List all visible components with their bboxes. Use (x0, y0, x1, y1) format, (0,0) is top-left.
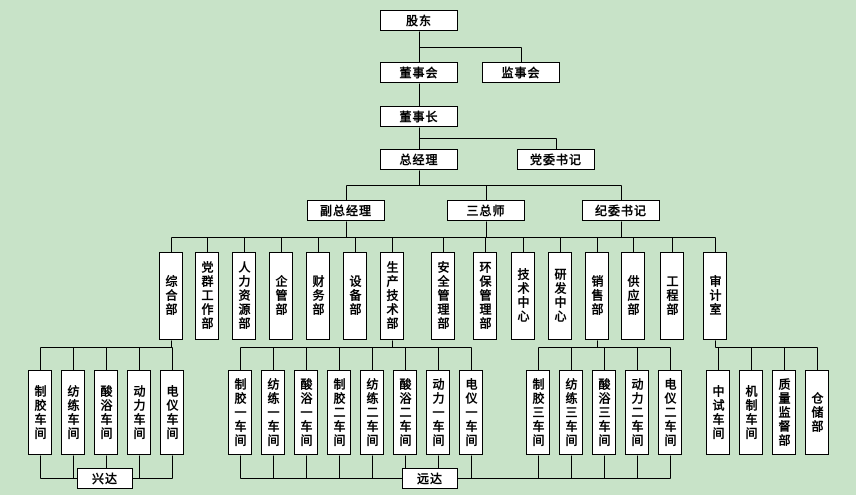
node-workshop-glue: 制胶车间 (28, 370, 52, 455)
node-workshop-spinning-3: 纺练三车间 (559, 370, 583, 455)
node-three-chief-engineers: 三总师 (447, 200, 525, 221)
node-supervisory-board: 监事会 (482, 62, 560, 83)
node-company-xingda: 兴达 (77, 468, 133, 489)
node-workshop-acid-bath: 酸浴车间 (94, 370, 118, 455)
node-discipline-committee-secretary: 纪委书记 (582, 200, 660, 221)
node-dept-human-resources: 人力资源部 (232, 252, 256, 340)
node-dept-finance: 财务部 (306, 252, 330, 340)
node-workshop-electrical-1: 电仪一车间 (459, 370, 483, 455)
node-dept-engineering: 工程部 (660, 252, 684, 340)
node-dept-rd-center: 研发中心 (548, 252, 572, 340)
node-workshop-pilot-test: 中试车间 (706, 370, 730, 455)
node-workshop-acid-bath-2: 酸浴二车间 (393, 370, 417, 455)
node-workshop-acid-bath-1: 酸浴一车间 (294, 370, 318, 455)
node-dept-quality-supervision: 质量监督部 (772, 370, 796, 455)
node-dept-supply: 供应部 (621, 252, 645, 340)
node-workshop-electrical-2: 电仪二车间 (658, 370, 682, 455)
node-dept-warehouse: 仓储部 (805, 370, 829, 455)
node-workshop-glue-3: 制胶三车间 (526, 370, 550, 455)
node-workshop-electrical: 电仪车间 (160, 370, 184, 455)
node-company-yuanda: 远达 (402, 468, 458, 489)
node-dept-technology-center: 技术中心 (511, 252, 535, 340)
node-workshop-power: 动力车间 (127, 370, 151, 455)
node-board-of-directors: 董事会 (380, 62, 458, 83)
node-workshop-spinning-1: 纺练一车间 (261, 370, 285, 455)
node-dept-enterprise-mgmt: 企管部 (269, 252, 293, 340)
node-workshop-glue-2: 制胶二车间 (327, 370, 351, 455)
node-dept-audit-office: 审计室 (703, 252, 727, 340)
node-chairman: 董事长 (380, 106, 458, 127)
node-dept-general-affairs: 综合部 (159, 252, 183, 340)
node-workshop-glue-1: 制胶一车间 (228, 370, 252, 455)
node-party-committee-secretary: 党委书记 (517, 149, 595, 170)
node-workshop-acid-bath-3: 酸浴三车间 (592, 370, 616, 455)
node-deputy-general-manager: 副总经理 (307, 200, 385, 221)
node-workshop-spinning: 纺练车间 (61, 370, 85, 455)
node-workshop-machining: 机制车间 (739, 370, 763, 455)
node-dept-safety-mgmt: 安全管理部 (431, 252, 455, 340)
node-workshop-spinning-2: 纺练二车间 (360, 370, 384, 455)
node-workshop-power-2: 动力二车间 (625, 370, 649, 455)
node-dept-equipment: 设备部 (343, 252, 367, 340)
node-dept-sales: 销售部 (585, 252, 609, 340)
node-shareholders: 股东 (380, 10, 458, 31)
node-general-manager: 总经理 (380, 149, 458, 170)
node-dept-party-masses-work: 党群工作部 (195, 252, 219, 340)
node-dept-production-tech: 生产技术部 (380, 252, 404, 340)
node-workshop-power-1: 动力一车间 (426, 370, 450, 455)
node-dept-environmental-mgmt: 环保管理部 (473, 252, 497, 340)
